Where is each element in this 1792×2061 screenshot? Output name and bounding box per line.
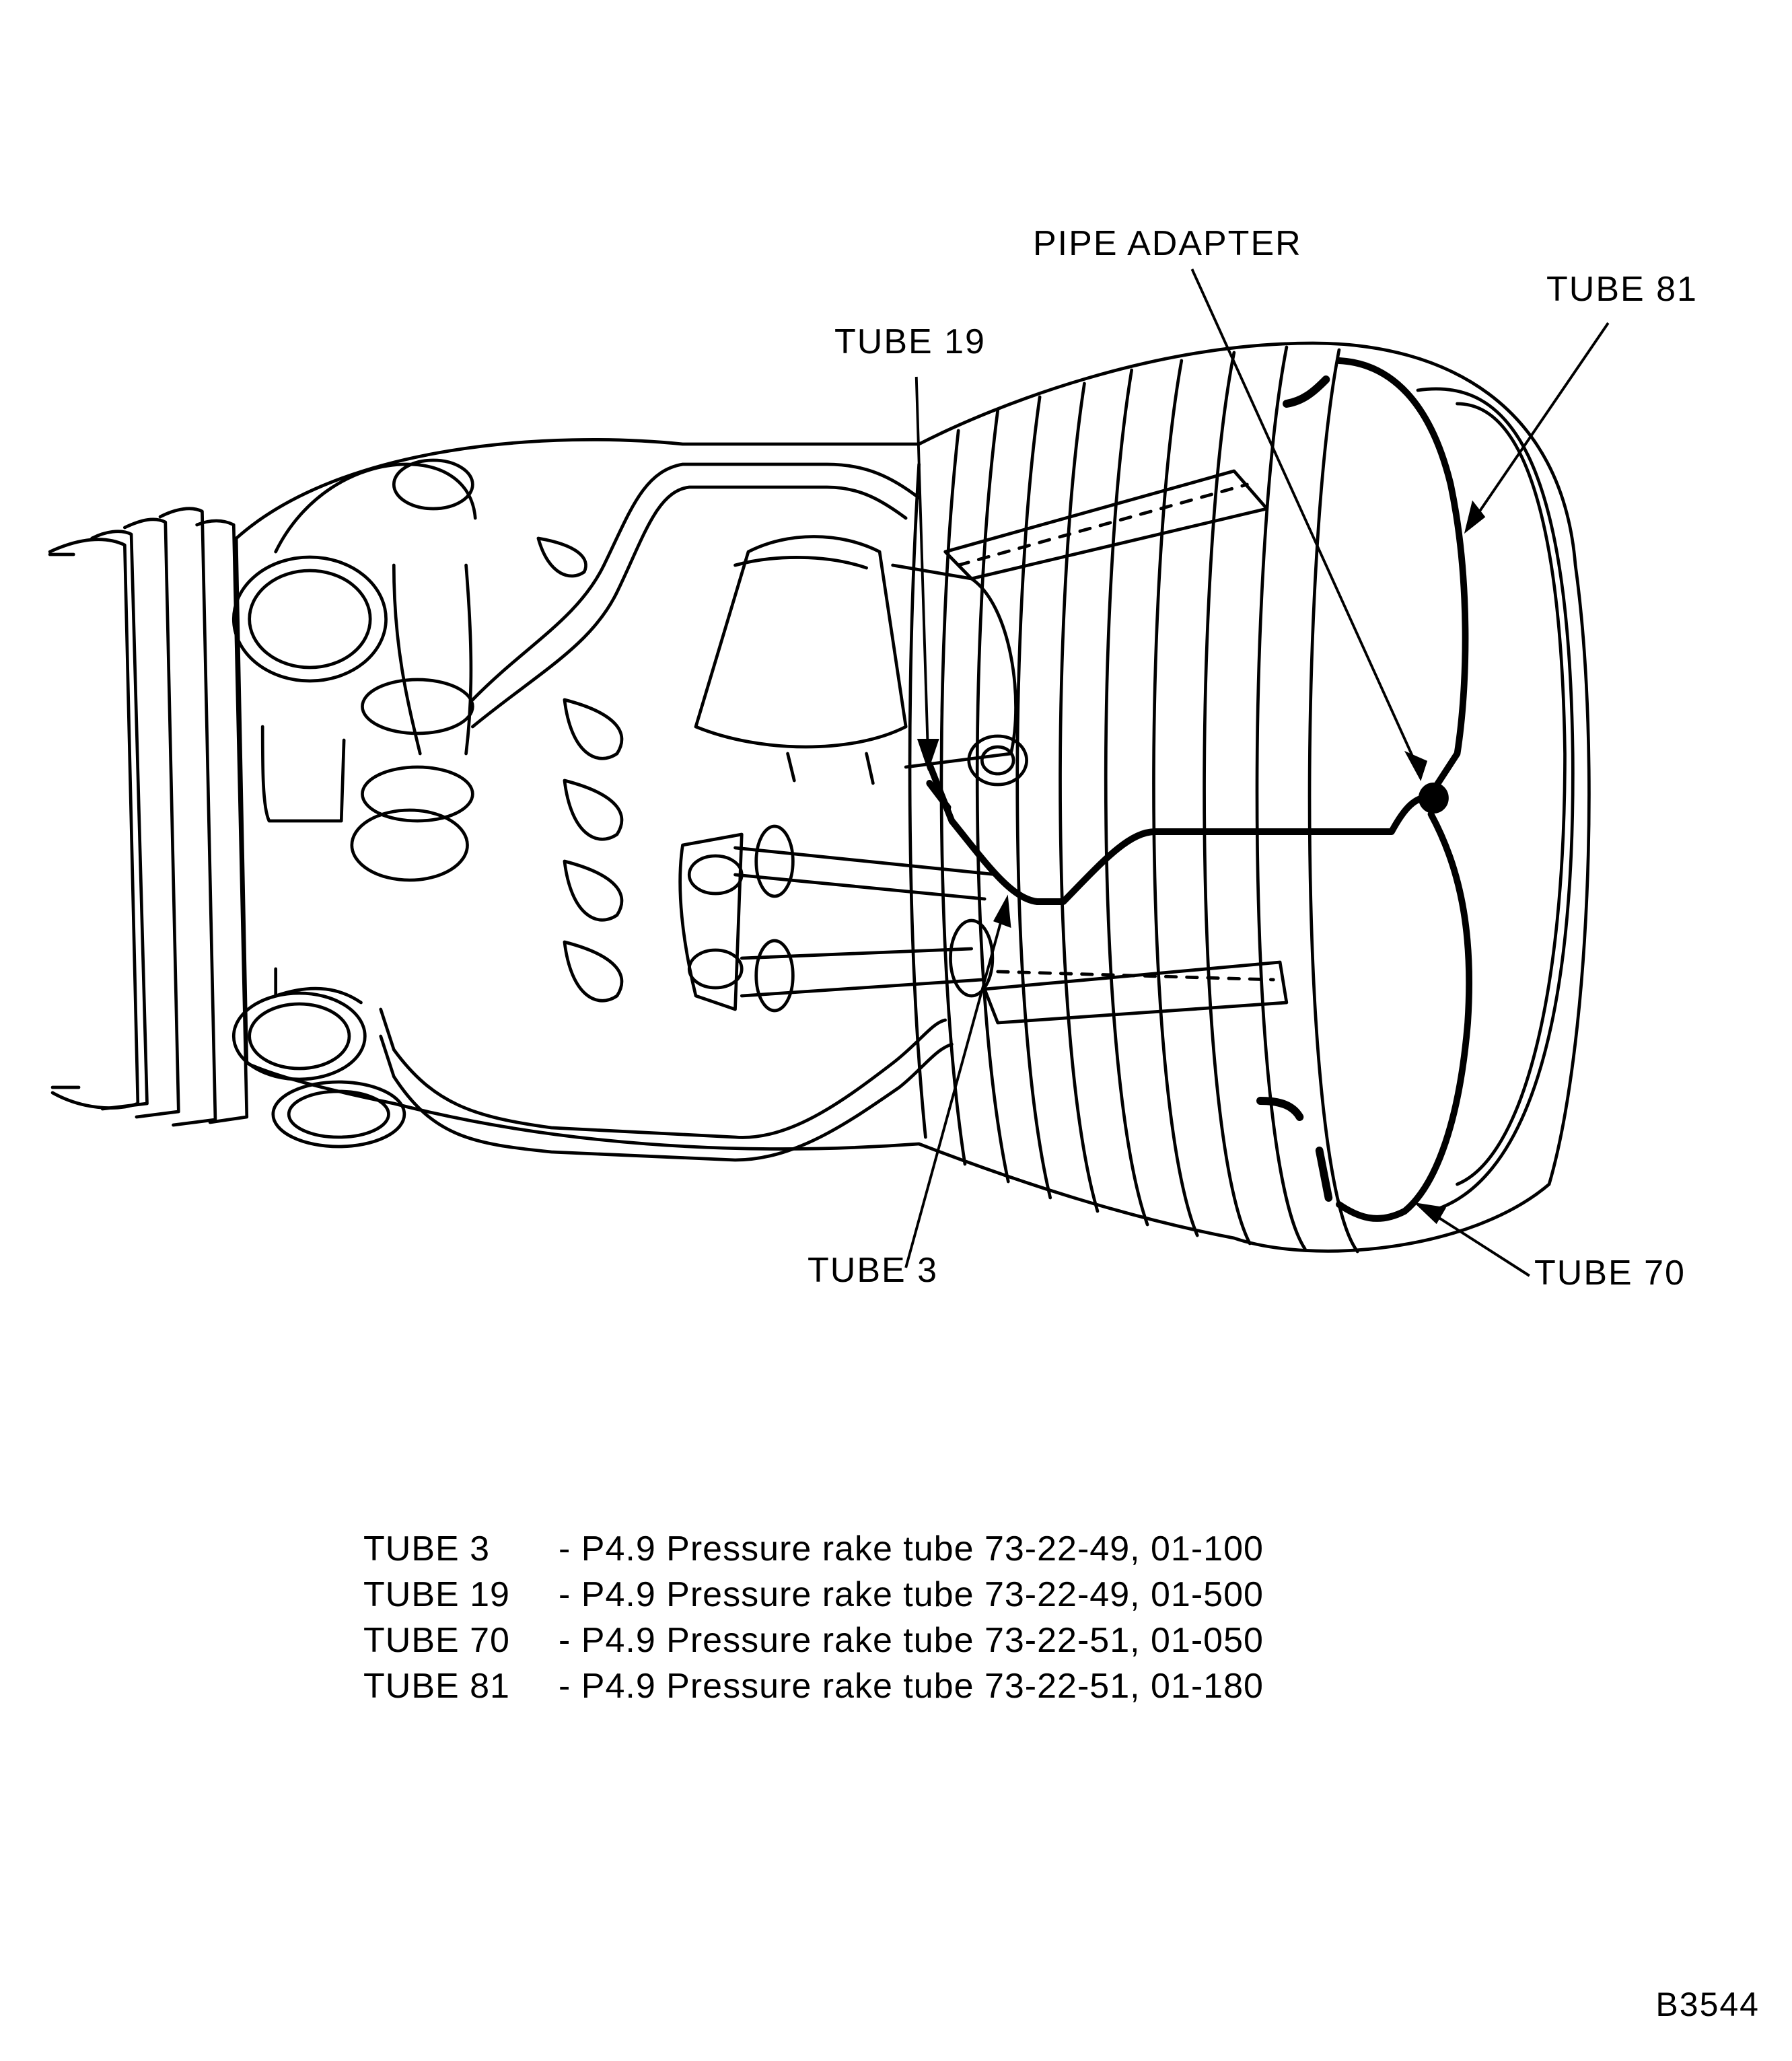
legend-tube-label: TUBE 70 [363,1621,510,1660]
tube-19-line [926,761,1435,905]
legend-description: - P4.9 Pressure rake tube 73-22-51, 01-0… [559,1621,1264,1660]
engine-case-outline [234,341,1591,1253]
legend-tube-label: TUBE 19 [363,1575,510,1614]
inlet-flange-rings [48,507,249,1127]
figure-id: B3544 [1655,1986,1760,2023]
legend-description: - P4.9 Pressure rake tube 73-22-49, 01-1… [559,1529,1264,1568]
gearbox-block [694,535,1028,787]
callout-tube-19: TUBE 19 [834,322,986,361]
callout-pipe-adapter: PIPE ADAPTER [1033,224,1302,263]
tube-81-line [1336,357,1469,797]
legend-row: TUBE 70 - P4.9 Pressure rake tube 73-22-… [363,1618,1264,1663]
tube-legend: TUBE 3 - P4.9 Pressure rake tube 73-22-4… [363,1526,1264,1709]
strut-bands [943,469,1289,1025]
manifold-pipe-lower [379,1007,954,1162]
manifold-pipe-upper [470,462,921,729]
pipe-adapter-junction [1418,783,1449,813]
engine-illustration [48,268,1610,1277]
legend-tube-label: TUBE 81 [363,1667,510,1706]
pressure-rake-tubes [926,357,1473,1222]
outlet-pipes [678,824,1000,1013]
legend-tube-label: TUBE 3 [363,1529,491,1568]
leader-lines [904,268,1610,1277]
legend-description: - P4.9 Pressure rake tube 73-22-49, 01-5… [559,1575,1264,1614]
legend-row: TUBE 3 - P4.9 Pressure rake tube 73-22-4… [363,1526,1264,1572]
elbow-fittings [231,458,477,1149]
tube-70-line [1336,811,1473,1222]
legend-row: TUBE 19 - P4.9 Pressure rake tube 73-22-… [363,1572,1264,1618]
tube-3-line [926,780,952,811]
callout-tube-70: TUBE 70 [1534,1254,1686,1293]
callout-tube-3: TUBE 3 [808,1251,939,1290]
case-ribs [908,345,1359,1254]
legend-description: - P4.9 Pressure rake tube 73-22-51, 01-1… [559,1667,1264,1706]
legend-row: TUBE 81 - P4.9 Pressure rake tube 73-22-… [363,1663,1264,1709]
case-vanes [536,536,624,1003]
callout-tube-81: TUBE 81 [1546,270,1698,309]
exhaust-ring [1416,387,1575,1213]
